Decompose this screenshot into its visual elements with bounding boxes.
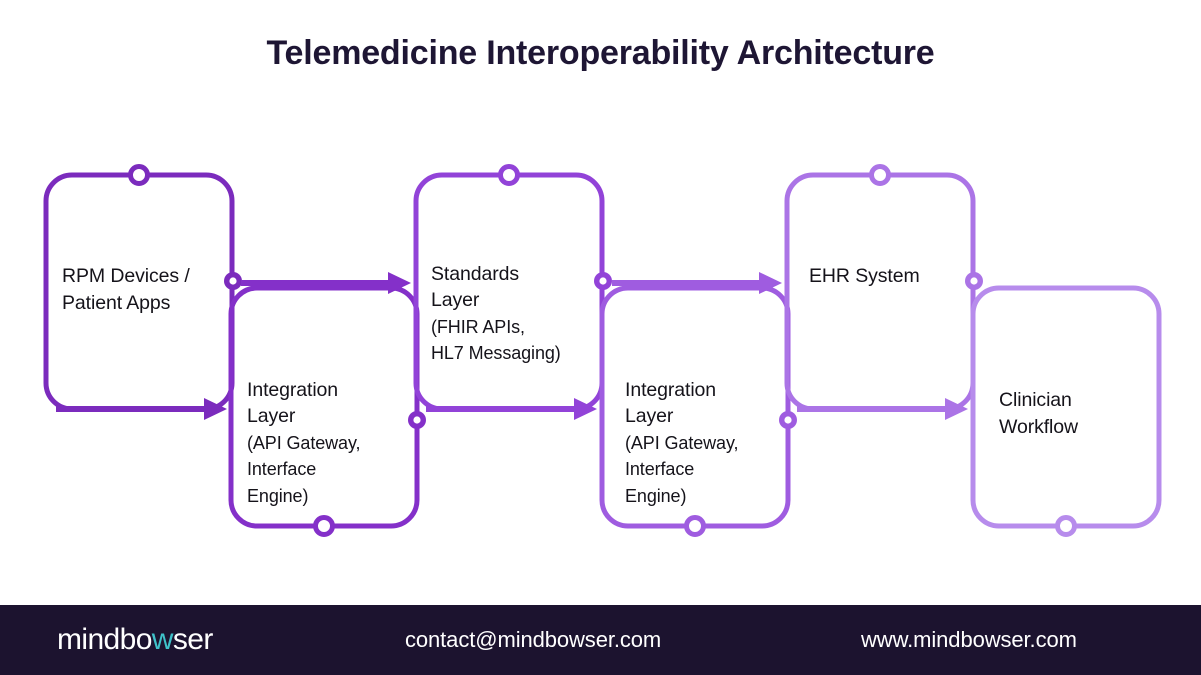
logo-text-before: mindbo [57,623,152,656]
edge-integration-2-to-ehr [612,272,782,294]
node-rpm-devices-top-port [128,164,150,186]
footer-website[interactable]: www.mindbowser.com [861,627,1077,652]
logo-accent-w: w [151,623,174,656]
edge-standards-to-integration-2-arrowhead [574,398,597,420]
node-integration-layer-2[interactable] [599,285,797,537]
node-integration-layer-1-label-main: Integration Layer [247,378,339,428]
node-standards-layer-label-sub: (FHIR APIs, HL7 Messaging) [431,316,561,364]
node-rpm-devices-right-port-hole [229,277,237,285]
node-integration-layer-2-bottom-port [684,515,706,537]
node-ehr-system-top-port [869,164,891,186]
node-ehr-system-right-port-hole [970,277,978,285]
edge-rpm-to-integration-1 [56,398,227,420]
edge-integration-2-to-ehr-arrowhead [759,272,782,294]
node-clinician-workflow-bottom-port [1055,515,1077,537]
node-integration-layer-1-right-port-hole [413,416,421,424]
logo-text-after: ser [172,623,213,656]
node-clinician-workflow-label: Clinician Workflow [999,389,1079,438]
node-rpm-devices-label: RPM Devices / Patient Apps [62,265,190,314]
edge-integration-1-to-standards-arrowhead [388,272,411,294]
architecture-diagram [43,164,1162,537]
node-integration-layer-1-bottom-port [313,515,335,537]
node-integration-layer-2-label-sub: (API Gateway, Interface Engine) [625,432,739,506]
node-integration-layer-1-label-sub: (API Gateway, Interface Engine) [247,432,361,506]
node-standards-layer-top-port [498,164,520,186]
edge-standards-to-integration-2 [426,398,597,420]
edge-ehr-to-clinician-arrowhead [945,398,968,420]
node-integration-layer-2-label: Integration Layer (API Gateway, Interfac… [625,350,739,536]
node-integration-layer-2-label-main: Integration Layer [625,378,717,428]
edge-rpm-to-integration-1-arrowhead [204,398,227,420]
footer-bar: mindbowser contact@mindbowser.com www.mi… [0,605,1201,675]
node-standards-layer-label-main: Standards Layer [431,262,519,312]
edge-integration-1-to-standards [241,272,411,294]
node-integration-layer-1-label: Integration Layer (API Gateway, Interfac… [247,350,361,536]
node-integration-layer-2-right-port-hole [784,416,792,424]
node-clinician-workflow[interactable] [970,285,1162,537]
node-standards-layer-right-port-hole [599,277,607,285]
footer-email[interactable]: contact@mindbowser.com [405,627,662,652]
page-title: Telemedicine Interoperability Architectu… [266,34,935,72]
node-ehr-system-label: EHR System [809,265,920,287]
node-standards-layer-label: Standards Layer (FHIR APIs, HL7 Messagin… [431,234,561,393]
node-integration-layer-1[interactable] [228,285,426,537]
edge-ehr-to-clinician [797,398,968,420]
node-ehr-system-outline [784,172,976,412]
mindbowser-logo: mindbowser [57,623,213,657]
